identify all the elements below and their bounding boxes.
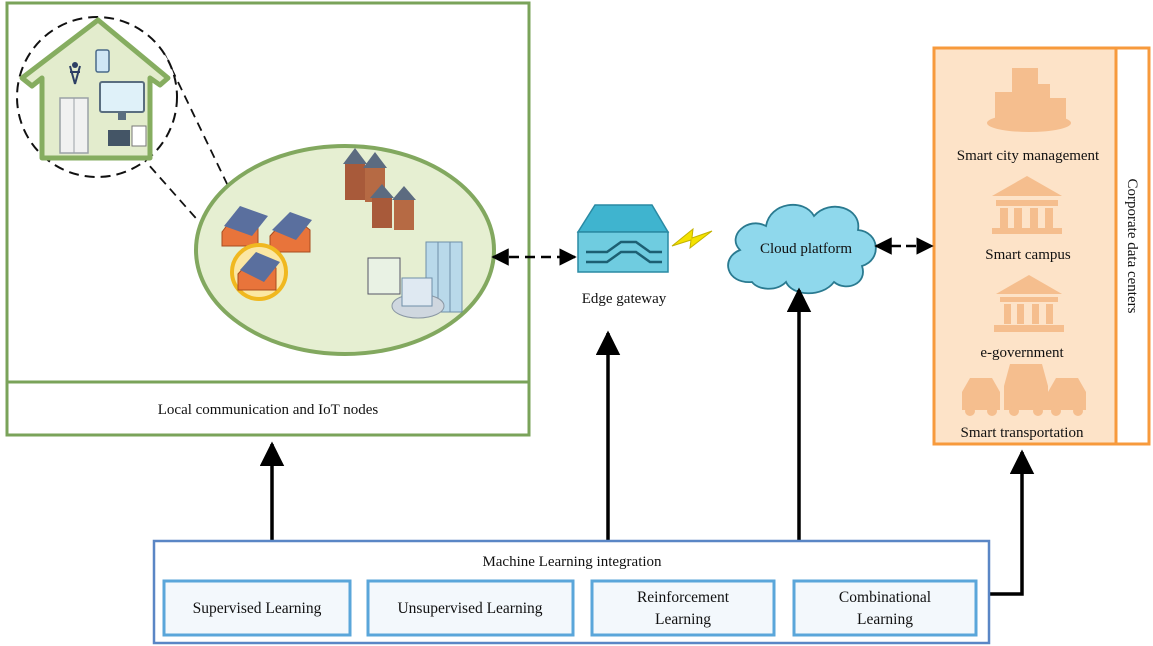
ml-method-label: Learning: [857, 611, 913, 628]
city-buildings-icon: [987, 68, 1071, 132]
ml-method-supervised: [162, 579, 352, 637]
local-panel-label: Local communication and IoT nodes: [158, 402, 379, 418]
ml-method-unsupervised: [366, 579, 575, 637]
local-panel: Local communication and IoT nodes: [5, 1, 531, 437]
corporate-side-label: Corporate data centers: [1124, 179, 1140, 314]
corporate-panel: Corporate data centers Smart city manage…: [932, 46, 1151, 446]
campus-building-icon: [992, 176, 1062, 234]
cloud-platform-label: Cloud platform: [760, 241, 852, 257]
corporate-item-label: Smart city management: [957, 148, 1100, 164]
corporate-item-label: Smart transportation: [961, 425, 1084, 441]
ml-method-label: Combinational: [839, 589, 931, 606]
corporate-item-label: e-government: [980, 345, 1064, 361]
cars-icon: [962, 364, 1086, 416]
ml-method-label: Reinforcement: [637, 589, 730, 606]
edge-gateway-label: Edge gateway: [582, 291, 667, 307]
ml-method-label: Supervised Learning: [193, 600, 322, 617]
corporate-item-label: Smart campus: [985, 247, 1071, 263]
office-buildings-icon: [367, 241, 463, 319]
ml-method-combinational: [792, 579, 978, 637]
townhouses-icon: [343, 148, 416, 230]
ml-to-corporate-arrow: [989, 449, 1035, 596]
smart-home-icon: [16, 16, 178, 178]
ml-method-label: Learning: [655, 611, 711, 628]
lightning-icon: [671, 227, 713, 250]
houses-icon: [221, 206, 312, 301]
edge-gateway-icon: [576, 204, 670, 273]
ml-title: Machine Learning integration: [482, 554, 662, 570]
ml-integration-box: Machine Learning integration Supervised …: [152, 539, 991, 645]
ml-method-reinforcement: [590, 579, 776, 637]
government-building-icon: [994, 275, 1064, 332]
ml-method-label: Unsupervised Learning: [397, 600, 542, 617]
